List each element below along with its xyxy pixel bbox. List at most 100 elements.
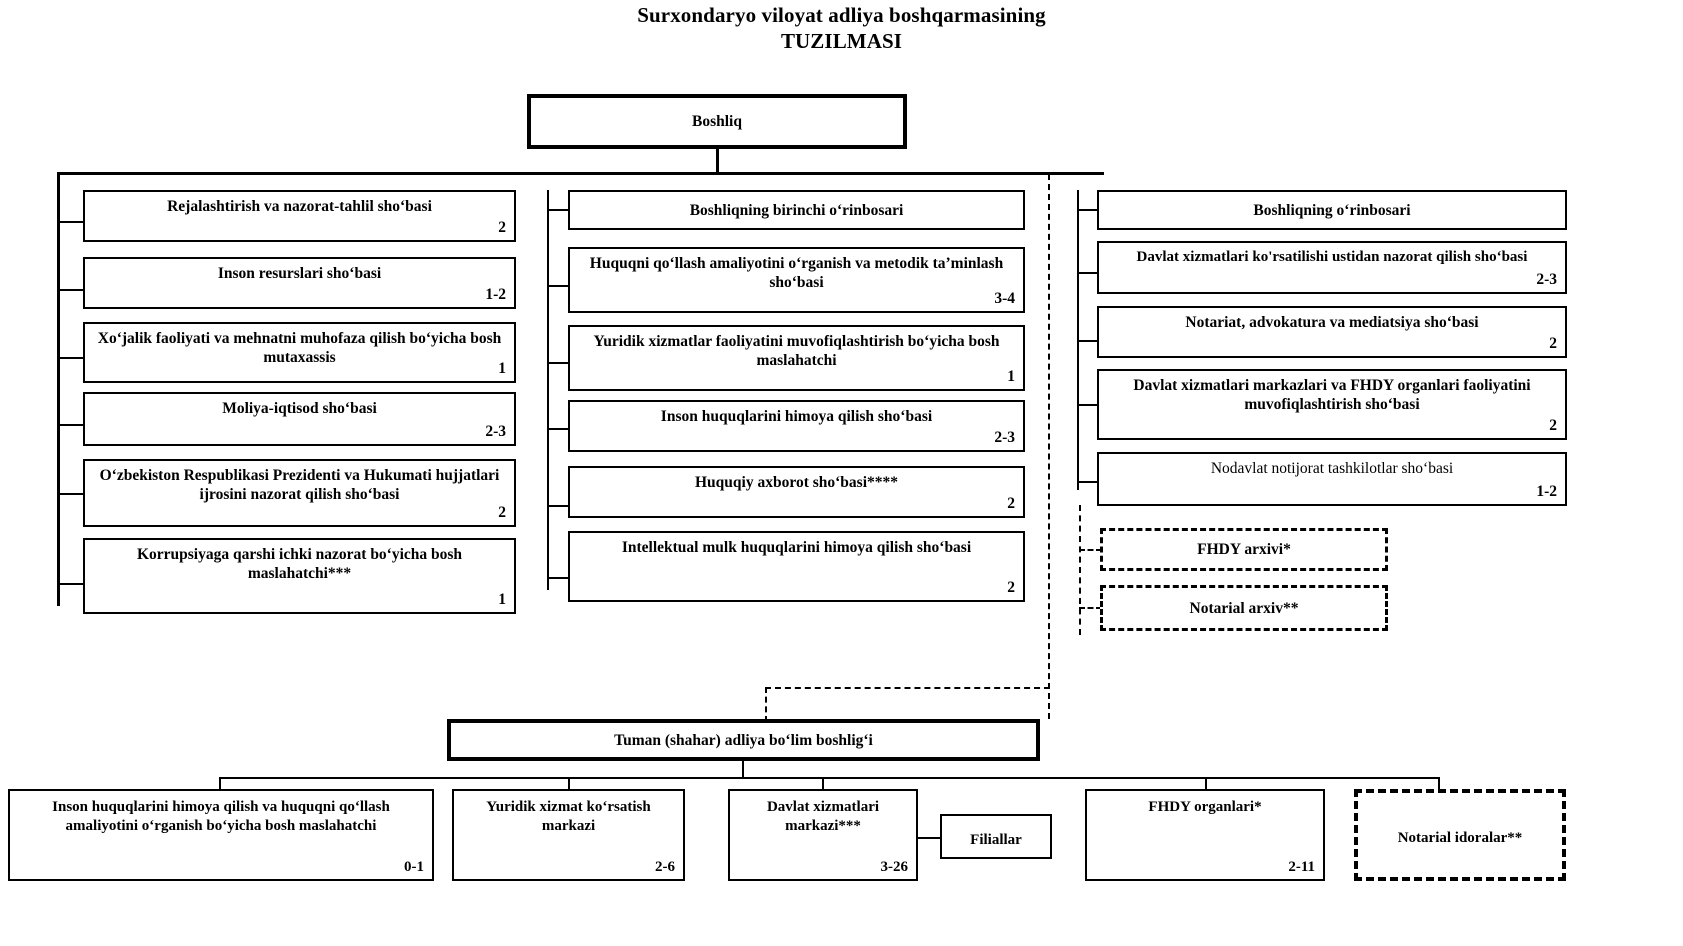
center-head[interactable]: Boshliqning birinchi o‘rinbosari xyxy=(568,190,1025,230)
right-dashed-trunk xyxy=(1079,505,1081,635)
district-dashed-connector xyxy=(765,687,1050,689)
left-node-3-label: Moliya-iqtisod sho‘basi xyxy=(222,400,377,417)
district-node-3[interactable]: FHDY organlari* 2-11 xyxy=(1085,789,1325,881)
right-head-label: Boshliqning o‘rinbosari xyxy=(1253,201,1411,219)
right-node-0-label: Davlat xizmatlari ko'rsatilishi ustidan … xyxy=(1136,249,1528,265)
main-spine xyxy=(57,172,1104,175)
center-node-2[interactable]: Inson huquqlarini himoya qilish sho‘basi… xyxy=(568,400,1025,452)
left-node-3-count: 2-3 xyxy=(485,423,506,440)
right-dashed-node-1-label: Notarial arxiv** xyxy=(1189,599,1299,617)
district-node-2-label: Davlat xizmatlari markazi*** xyxy=(766,799,880,834)
district-node-0[interactable]: Inson huquqlarini himoya qilish va huquq… xyxy=(8,789,434,881)
right-node-0[interactable]: Davlat xizmatlari ko'rsatilishi ustidan … xyxy=(1097,241,1567,294)
right-node-1-count: 2 xyxy=(1549,335,1557,352)
center-link-1 xyxy=(547,362,569,364)
center-link-2 xyxy=(547,428,569,430)
right-node-2[interactable]: Davlat xizmatlari markazlari va FHDY org… xyxy=(1097,369,1567,440)
left-node-1[interactable]: Inson resurslari sho‘basi 1-2 xyxy=(83,257,516,309)
left-node-1-count: 1-2 xyxy=(485,286,506,303)
filiallar-link xyxy=(916,837,940,839)
district-node-1[interactable]: Yuridik xizmat ko‘rsatish markazi 2-6 xyxy=(452,789,685,881)
right-head[interactable]: Boshliqning o‘rinbosari xyxy=(1097,190,1567,230)
right-link-2 xyxy=(1077,404,1099,406)
district-node-2-count: 3-26 xyxy=(880,859,909,875)
left-node-2[interactable]: Xo‘jalik faoliyati va mehnatni muhofaza … xyxy=(83,322,516,383)
node-boshliq-label: Boshliq xyxy=(692,113,742,130)
right-link-head xyxy=(1077,209,1099,211)
right-link-0 xyxy=(1077,272,1099,274)
root-stem xyxy=(716,149,719,174)
district-dashed-node[interactable]: Notarial idoralar** xyxy=(1354,789,1566,881)
district-branch-filiallar-label: Filiallar xyxy=(970,831,1022,848)
district-node-0-label: Inson huquqlarini himoya qilish va huquq… xyxy=(52,799,390,834)
district-dashed-trunk xyxy=(1048,174,1050,719)
title-line-2: TUZILMASI xyxy=(780,29,903,53)
right-node-3[interactable]: Nodavlat notijorat tashkilotlar sho‘basi… xyxy=(1097,452,1567,506)
left-link-4 xyxy=(57,493,85,495)
district-drop-2 xyxy=(822,777,824,791)
center-node-3[interactable]: Huquqiy axborot sho‘basi**** 2 xyxy=(568,466,1025,518)
district-drop-4 xyxy=(1438,777,1440,791)
left-link-2 xyxy=(57,357,85,359)
right-dashed-link-0 xyxy=(1079,549,1102,551)
district-node-0-count: 0-1 xyxy=(404,859,424,875)
district-head-label: Tuman (shahar) adliya bo‘lim boshlig‘i xyxy=(614,731,873,749)
district-node-3-count: 2-11 xyxy=(1288,859,1315,875)
right-node-2-label: Davlat xizmatlari markazlari va FHDY org… xyxy=(1133,377,1531,413)
right-dashed-node-0-label: FHDY arxivi* xyxy=(1197,541,1291,558)
right-link-1 xyxy=(1077,340,1099,342)
left-node-0[interactable]: Rejalashtirish va nazorat-tahlil sho‘bas… xyxy=(83,190,516,242)
left-node-2-label: Xo‘jalik faoliyati va mehnatni muhofaza … xyxy=(97,330,502,366)
left-node-5-count: 1 xyxy=(498,591,506,608)
center-node-4-count: 2 xyxy=(1007,579,1015,596)
left-link-1 xyxy=(57,289,85,291)
right-link-3 xyxy=(1077,481,1099,483)
center-node-3-label: Huquqiy axborot sho‘basi**** xyxy=(695,474,898,491)
center-node-4[interactable]: Intellektual mulk huquqlarini himoya qil… xyxy=(568,531,1025,602)
left-node-0-label: Rejalashtirish va nazorat-tahlil sho‘bas… xyxy=(167,198,432,215)
right-node-3-label: Nodavlat notijorat tashkilotlar sho‘basi xyxy=(1210,460,1454,477)
district-branch-filiallar[interactable]: Filiallar xyxy=(940,814,1052,859)
district-stem xyxy=(742,761,744,779)
left-node-4[interactable]: O‘zbekiston Respublikasi Prezidenti va H… xyxy=(83,459,516,527)
left-node-4-count: 2 xyxy=(498,504,506,521)
node-boshliq[interactable]: Boshliq xyxy=(527,94,907,149)
right-dashed-node-0[interactable]: FHDY arxivi* xyxy=(1100,528,1388,571)
district-head[interactable]: Tuman (shahar) adliya bo‘lim boshlig‘i xyxy=(447,719,1040,761)
center-node-0-count: 3-4 xyxy=(994,290,1015,307)
left-link-0 xyxy=(57,221,85,223)
district-node-2[interactable]: Davlat xizmatlari markazi*** 3-26 xyxy=(728,789,918,881)
right-node-1-label: Notariat, advokatura va mediatsiya sho‘b… xyxy=(1185,314,1479,331)
center-link-0 xyxy=(547,285,569,287)
left-trunk xyxy=(57,172,60,606)
center-trunk xyxy=(547,190,549,590)
center-node-2-label: Inson huquqlarini himoya qilish sho‘basi xyxy=(660,408,933,425)
right-dashed-node-1[interactable]: Notarial arxiv** xyxy=(1100,585,1388,631)
page-title: Surxondaryo viloyat adliya boshqarmasini… xyxy=(0,2,1683,54)
district-dashed-drop xyxy=(765,687,767,722)
center-node-3-count: 2 xyxy=(1007,495,1015,512)
left-node-1-label: Inson resurslari sho‘basi xyxy=(217,265,382,282)
center-node-1[interactable]: Yuridik xizmatlar faoliyatini muvofiqlas… xyxy=(568,325,1025,391)
center-node-0-label: Huquqni qo‘llash amaliyotini o‘rganish v… xyxy=(589,255,1004,291)
center-node-0[interactable]: Huquqni qo‘llash amaliyotini o‘rganish v… xyxy=(568,247,1025,313)
district-spine xyxy=(219,777,1439,779)
left-node-5[interactable]: Korrupsiyaga qarshi ichki nazorat bo‘yic… xyxy=(83,538,516,614)
left-node-2-count: 1 xyxy=(498,360,506,377)
center-node-1-label: Yuridik xizmatlar faoliyatini muvofiqlas… xyxy=(593,333,1000,369)
center-node-2-count: 2-3 xyxy=(994,429,1015,446)
left-node-3[interactable]: Moliya-iqtisod sho‘basi 2-3 xyxy=(83,392,516,446)
right-node-2-count: 2 xyxy=(1549,417,1557,434)
district-drop-1 xyxy=(568,777,570,791)
center-link-4 xyxy=(547,577,569,579)
center-link-3 xyxy=(547,505,569,507)
district-node-1-count: 2-6 xyxy=(655,859,675,875)
center-node-1-count: 1 xyxy=(1007,368,1015,385)
center-head-label: Boshliqning birinchi o‘rinbosari xyxy=(689,201,904,219)
district-drop-0 xyxy=(219,777,221,791)
right-node-1[interactable]: Notariat, advokatura va mediatsiya sho‘b… xyxy=(1097,306,1567,358)
left-link-5 xyxy=(57,583,85,585)
district-dashed-node-label: Notarial idoralar** xyxy=(1397,830,1523,846)
right-dashed-link-1 xyxy=(1079,607,1102,609)
center-link-head xyxy=(547,209,569,211)
